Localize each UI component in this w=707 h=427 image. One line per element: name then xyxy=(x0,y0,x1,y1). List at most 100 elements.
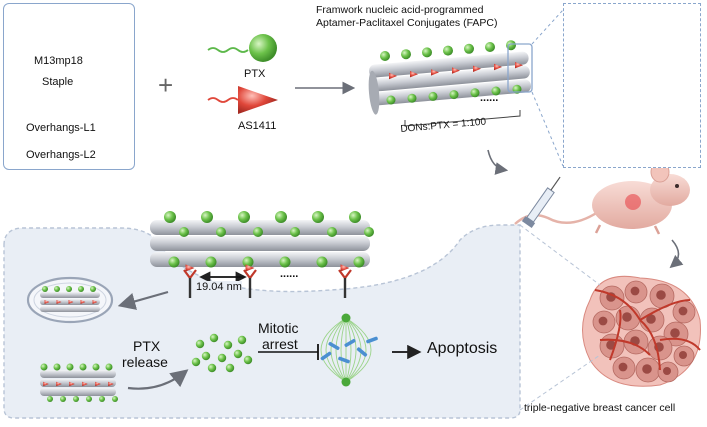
aptamer-marker xyxy=(410,71,418,78)
ptx-particle xyxy=(312,211,324,223)
ptx-particle xyxy=(407,93,417,103)
mitotic-arrest-line2: arrest xyxy=(262,336,298,352)
free-ptx-particle xyxy=(201,351,211,361)
ptx-particle xyxy=(40,363,48,371)
ptx-particle xyxy=(279,256,291,268)
chromosome xyxy=(338,356,350,364)
spindle-fiber xyxy=(325,317,347,383)
cell-type-label: triple-negative breast cancer cell xyxy=(524,402,676,414)
aptamer-marker xyxy=(245,264,255,272)
ptx-particle xyxy=(464,43,474,54)
ptx-particle xyxy=(105,363,113,371)
ptx-particle xyxy=(168,256,180,268)
ptx-particle xyxy=(485,42,495,52)
nucleolin-receptors xyxy=(183,264,352,298)
ptx-particle xyxy=(86,396,92,402)
ptx-particle xyxy=(386,95,396,105)
free-ptx-particle xyxy=(191,357,201,367)
chromosome xyxy=(320,351,332,361)
aptamer-marker xyxy=(56,300,62,304)
ptx-particle xyxy=(349,211,361,223)
mouse-foot xyxy=(594,224,661,235)
released-nanostructure xyxy=(40,370,116,396)
ptx-particle xyxy=(73,396,79,402)
blood-vessel xyxy=(659,337,701,351)
mitotic-arrest-line1: Mitotic xyxy=(258,320,299,336)
spindle-fiber xyxy=(320,317,347,383)
chromosome xyxy=(356,347,368,357)
cell-zoom-guide xyxy=(519,224,601,286)
free-ptx-particle xyxy=(209,333,219,343)
zoom-inset-frame xyxy=(563,3,701,168)
ptx-particle xyxy=(205,256,217,268)
aptamer-marker xyxy=(82,381,88,387)
dna-helix-bundle-rod xyxy=(370,65,530,92)
ptx-particle xyxy=(364,227,374,237)
spindle-fiber xyxy=(345,317,367,383)
docked-rod xyxy=(150,252,370,267)
tumor-cell-nucleus xyxy=(630,286,640,296)
aptamer-marker xyxy=(431,69,439,76)
ptx-particle xyxy=(66,363,74,371)
spindle-fiber xyxy=(335,317,347,383)
as1411-linker-icon xyxy=(207,97,239,103)
free-ptx-particle xyxy=(237,335,247,345)
spindle-fiber xyxy=(330,317,347,383)
release-arrow xyxy=(127,369,189,390)
blood-vessel xyxy=(599,338,651,356)
as1411-aptamer-icon xyxy=(238,86,278,114)
ptx-particle xyxy=(92,363,100,371)
mouse-illustration xyxy=(514,161,690,235)
ptx-particle xyxy=(401,49,411,60)
aptamer-marker xyxy=(69,381,75,387)
ptx-particle xyxy=(216,227,226,237)
ptx-particle xyxy=(242,256,254,268)
ptx-sphere-icon xyxy=(249,34,277,62)
ptx-particle xyxy=(99,396,105,402)
ptx-particle xyxy=(380,51,390,61)
mouse-tail xyxy=(514,210,599,225)
cell-membrane xyxy=(3,224,521,419)
ptx-particle xyxy=(327,227,337,237)
ptx-release-line2: release xyxy=(122,354,168,370)
blood-vessel xyxy=(594,289,641,321)
ptx-particle xyxy=(449,90,459,100)
ptx-linker-icon xyxy=(207,47,249,53)
ratio-bracket xyxy=(404,110,521,127)
overhang2-label: Overhangs-L2 xyxy=(26,149,96,161)
free-ptx-particle xyxy=(225,363,235,373)
aptamer-marker xyxy=(515,62,523,69)
endocytosis-arrow xyxy=(117,290,169,310)
docked-fapc-nanostructure xyxy=(150,220,370,267)
aptamer-marker xyxy=(68,300,74,304)
fapc-surface-marks xyxy=(380,40,523,105)
ptx-particle xyxy=(78,286,84,292)
ptx-particle xyxy=(164,211,176,223)
tumor-site xyxy=(625,194,641,210)
ptx-particle xyxy=(290,227,300,237)
blood-vessel xyxy=(609,309,622,361)
mouse-eye xyxy=(675,184,679,188)
tumor-cell-nucleus xyxy=(670,328,680,338)
ptx-particle xyxy=(353,256,365,268)
ptx-particle xyxy=(79,363,87,371)
ptx-particle xyxy=(238,211,250,223)
ptx-particle xyxy=(54,286,60,292)
endosome-surface-marks xyxy=(42,286,98,304)
endosome-nanostructure xyxy=(40,292,100,312)
tumor-cell-nucleus xyxy=(622,312,632,322)
ptx-particle xyxy=(112,396,118,402)
ptx-particle xyxy=(470,88,480,98)
as1411-label: AS1411 xyxy=(238,120,277,132)
aptamer-marker xyxy=(43,381,49,387)
zoom-guide-line xyxy=(531,91,564,167)
tumor-cell-nucleus xyxy=(646,314,656,324)
spindle-pole xyxy=(341,313,351,323)
ptx-particle xyxy=(90,286,96,292)
ptx-particle xyxy=(60,396,66,402)
aptamer-marker xyxy=(185,264,195,272)
receptor-head xyxy=(243,269,257,280)
chromosome xyxy=(366,336,378,344)
tumor-cell-nucleus xyxy=(598,316,608,326)
